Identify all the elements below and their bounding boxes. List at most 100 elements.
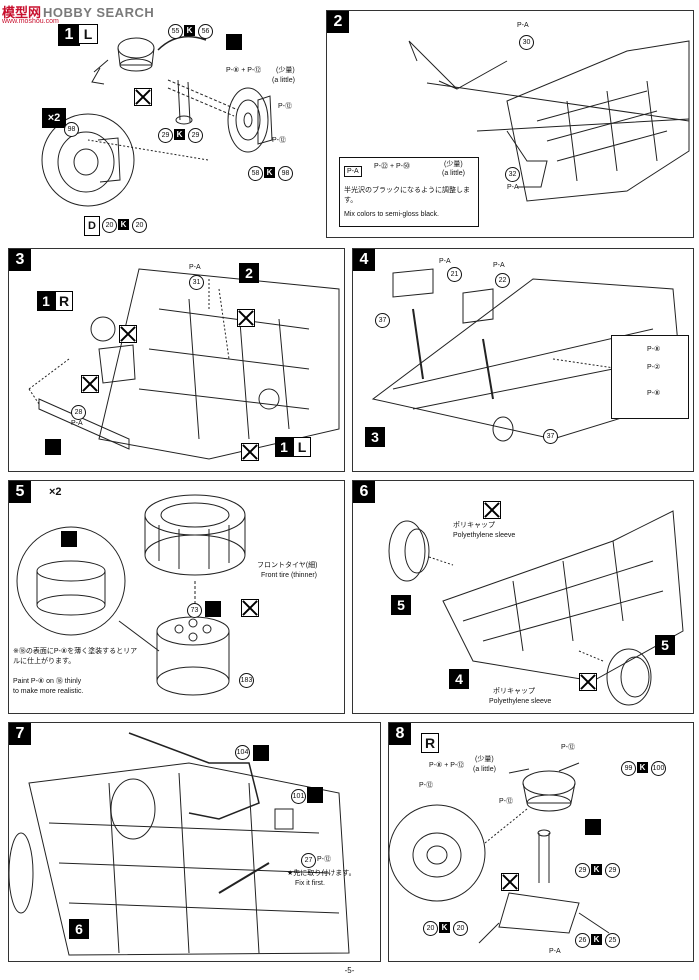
sprue-icon: K bbox=[637, 762, 648, 773]
step-7-number: 7 bbox=[9, 723, 31, 745]
little-en-label: (a little) bbox=[473, 766, 496, 773]
no-glue-icon bbox=[241, 599, 259, 617]
part-25: 25 bbox=[605, 933, 620, 948]
part-100: 100 bbox=[651, 761, 666, 776]
watermark-cn: 模型网 bbox=[2, 5, 42, 20]
poly-jp-label-a: ポリキャップ bbox=[453, 522, 495, 529]
poly-en-label-a: Polyethylene sleeve bbox=[453, 532, 516, 539]
little-jp-label: (少量) bbox=[475, 756, 494, 763]
part-28: 28 bbox=[71, 405, 86, 420]
sprue-icon: K bbox=[439, 922, 450, 933]
part-29b: 29 bbox=[188, 128, 203, 143]
part-31: 31 bbox=[189, 275, 204, 290]
part-20a: 20 bbox=[102, 218, 117, 233]
paint-label: P-⑫ bbox=[317, 856, 331, 863]
sprue-icon: K bbox=[174, 129, 185, 140]
part-98b: 98 bbox=[64, 122, 79, 137]
glue-icon bbox=[253, 745, 269, 761]
watermark-en: HOBBY SEARCH bbox=[43, 5, 155, 20]
sprue-icon: K bbox=[184, 25, 195, 36]
paint-note-jp: ※⑱の表面にP-⑧を薄く塗装するとリアルに仕上がります。 bbox=[13, 648, 138, 665]
part-20b: 20 bbox=[132, 218, 147, 233]
glue-icon bbox=[205, 601, 221, 617]
step-3-tag-1l: 1 bbox=[275, 437, 293, 457]
part-73: 73 bbox=[187, 603, 202, 618]
paint-label-a: P-A bbox=[439, 258, 451, 265]
paint-label-a: P-⑫ bbox=[278, 103, 292, 110]
note-little-en: (a little) bbox=[442, 170, 465, 177]
paint-label-b: P-⑫ bbox=[419, 782, 433, 789]
paint-label-a: P-A bbox=[189, 264, 201, 271]
paint-label-d: P-A bbox=[549, 948, 561, 955]
step-3-panel: 3 2 P-A 31 1 R 28 P-A 1 L bbox=[8, 248, 345, 472]
step-3-tag-1r: 1 bbox=[37, 291, 55, 311]
poly-en-label-b: Polyethylene sleeve bbox=[489, 698, 552, 705]
part-37b: 37 bbox=[543, 429, 558, 444]
no-glue-icon bbox=[81, 375, 99, 393]
part-27: 27 bbox=[301, 853, 316, 868]
step-1-number: 1 bbox=[58, 24, 80, 46]
glue-icon bbox=[307, 787, 323, 803]
part-21: 21 bbox=[447, 267, 462, 282]
note-little-jp: (少量) bbox=[444, 161, 463, 168]
part-55: 55 bbox=[168, 24, 183, 39]
glue-icon bbox=[226, 34, 242, 50]
poly-jp-label-b: ポリキャップ bbox=[493, 688, 535, 695]
note-jp: 半光沢のブラックになるように調整します。 bbox=[344, 187, 470, 204]
step-5-multiplier: ×2 bbox=[49, 486, 62, 498]
part-58: 58 bbox=[248, 166, 263, 181]
step-7-drawing bbox=[9, 732, 350, 956]
step-6-panel: 6 ポリキャップ Polyethylene sleeve 5 4 ポリキャップ … bbox=[352, 480, 694, 714]
part-98a: 98 bbox=[278, 166, 293, 181]
part-56: 56 bbox=[198, 24, 213, 39]
step-4-tag-3: 3 bbox=[365, 427, 385, 447]
shock-detail-box bbox=[611, 335, 689, 419]
part-29b: 29 bbox=[605, 863, 620, 878]
little-jp-label: (少量) bbox=[276, 67, 295, 74]
watermark-url: www.moshou.com bbox=[2, 18, 59, 25]
d-label: D bbox=[84, 216, 100, 236]
paint-label-c: P-⑫ bbox=[499, 798, 513, 805]
step-1-panel: 1 L 55 K 56 P-⑧ + P-⑫ (少量) (a little) P-… bbox=[8, 10, 313, 236]
no-glue-icon bbox=[119, 325, 137, 343]
part-29a: 29 bbox=[158, 128, 173, 143]
sprue-icon: K bbox=[591, 934, 602, 945]
glue-icon bbox=[61, 531, 77, 547]
sprue-icon: K bbox=[591, 864, 602, 875]
part-37a: 37 bbox=[375, 313, 390, 328]
paint-mix-note: P-A P-㉒ + P-㊿ (少量) (a little) 半光沢のブラックにな… bbox=[339, 157, 479, 227]
paint-mix-label: P-⑧ + P-⑫ bbox=[226, 67, 262, 74]
fix-first-en: Fix it first. bbox=[295, 880, 325, 887]
step-5-drawing bbox=[16, 494, 246, 696]
tire-jp-label: フロントタイヤ(細) bbox=[257, 562, 318, 569]
paint-label-c2: P-② bbox=[647, 364, 661, 371]
step-6-drawing bbox=[388, 510, 684, 706]
page-number: -5- bbox=[344, 966, 355, 975]
part-99: 99 bbox=[621, 761, 636, 776]
step-3-tag-r: R bbox=[55, 291, 73, 311]
part-26: 26 bbox=[575, 933, 590, 948]
paint-label-c3: P-⑧ bbox=[647, 390, 661, 397]
step-2-number: 2 bbox=[327, 11, 349, 33]
glue-icon bbox=[585, 819, 601, 835]
no-glue-icon bbox=[237, 309, 255, 327]
step-4-panel: 4 P-A 21 P-A 22 37 37 3 P-⑧ P-② P-⑧ bbox=[352, 248, 694, 472]
paint-label-c1: P-⑧ bbox=[647, 346, 661, 353]
part-32: 32 bbox=[505, 167, 520, 182]
note-key-chip: P-A bbox=[344, 166, 362, 177]
step-3-drawing bbox=[28, 268, 340, 460]
sprue-icon: K bbox=[118, 219, 129, 230]
paint-label-b: P-⑫ bbox=[272, 137, 286, 144]
glue-icon bbox=[45, 439, 61, 455]
paint-label-b: P-A bbox=[493, 262, 505, 269]
part-22: 22 bbox=[495, 273, 510, 288]
part-20b: 20 bbox=[453, 921, 468, 936]
step-6-tag-5b: 5 bbox=[655, 635, 675, 655]
step-3-tag-l: L bbox=[293, 437, 311, 457]
step-6-tag-5a: 5 bbox=[391, 595, 411, 615]
step-4-number: 4 bbox=[353, 249, 375, 271]
step-1-side-tag: L bbox=[78, 24, 98, 44]
no-glue-icon bbox=[134, 88, 152, 106]
part-104: 104 bbox=[235, 745, 250, 760]
